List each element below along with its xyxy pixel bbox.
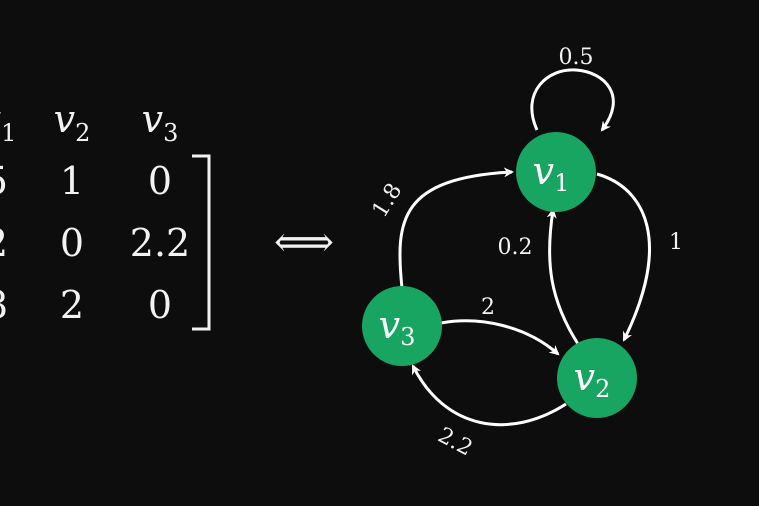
matrix-cell-r2-c1: 0.2 xyxy=(0,221,8,265)
edge-v3-v1 xyxy=(398,167,514,289)
edge-weight-v2-v3: 2.2 xyxy=(434,423,477,462)
node-v1-circle xyxy=(516,132,596,212)
edge-v1-v1 xyxy=(530,68,615,132)
node-v1: v1 xyxy=(516,132,596,212)
matrix-cell-r2-c2: 0 xyxy=(60,221,84,265)
node-v3-circle xyxy=(362,286,442,366)
matrix-col-header-v2: v2 xyxy=(54,97,91,147)
node-v3: v3 xyxy=(362,286,442,366)
matrix-cell-r2-c3: 2.2 xyxy=(130,221,190,265)
weighted-directed-graph: 0.5 1 0.2 1.8 2 2.2 v1 v2 v3 xyxy=(362,45,683,462)
node-v2-label: v2 xyxy=(574,355,611,403)
matrix-col-header-v3: v3 xyxy=(142,97,179,147)
edge-weight-v1-v2: 1 xyxy=(669,230,683,255)
matrix-cell-r1-c2: 1 xyxy=(60,159,84,203)
edge-weight-v3-v1: 1.8 xyxy=(368,179,408,222)
edge-v1-v2 xyxy=(596,172,651,342)
node-v2-circle xyxy=(557,338,637,418)
edge-v2-v1 xyxy=(546,208,580,345)
adjacency-matrix: v1 v2 v3 0.5 1 0 0.2 0 2.2 1.8 2 0 xyxy=(0,97,211,331)
edge-weight-v3-v2: 2 xyxy=(481,295,495,320)
matrix-cell-r3-c3: 0 xyxy=(148,283,172,327)
matrix-right-bracket xyxy=(192,154,211,331)
matrix-cell-r3-c2: 2 xyxy=(60,283,84,327)
node-v2: v2 xyxy=(557,338,637,418)
edge-v2-v3 xyxy=(411,364,567,427)
matrix-col-header-v1: v1 xyxy=(0,97,16,147)
matrix-cell-r3-c1: 1.8 xyxy=(0,283,8,327)
equivalence-arrow: ⟺ xyxy=(274,217,334,266)
edge-weight-v1-v1: 0.5 xyxy=(559,45,594,70)
edge-weight-v2-v1: 0.2 xyxy=(498,235,533,260)
edge-v3-v2 xyxy=(440,319,560,356)
matrix-cell-r1-c1: 0.5 xyxy=(0,159,8,203)
node-v1-label: v1 xyxy=(533,149,570,197)
node-v3-label: v3 xyxy=(379,303,416,351)
matrix-cell-r1-c3: 0 xyxy=(148,159,172,203)
